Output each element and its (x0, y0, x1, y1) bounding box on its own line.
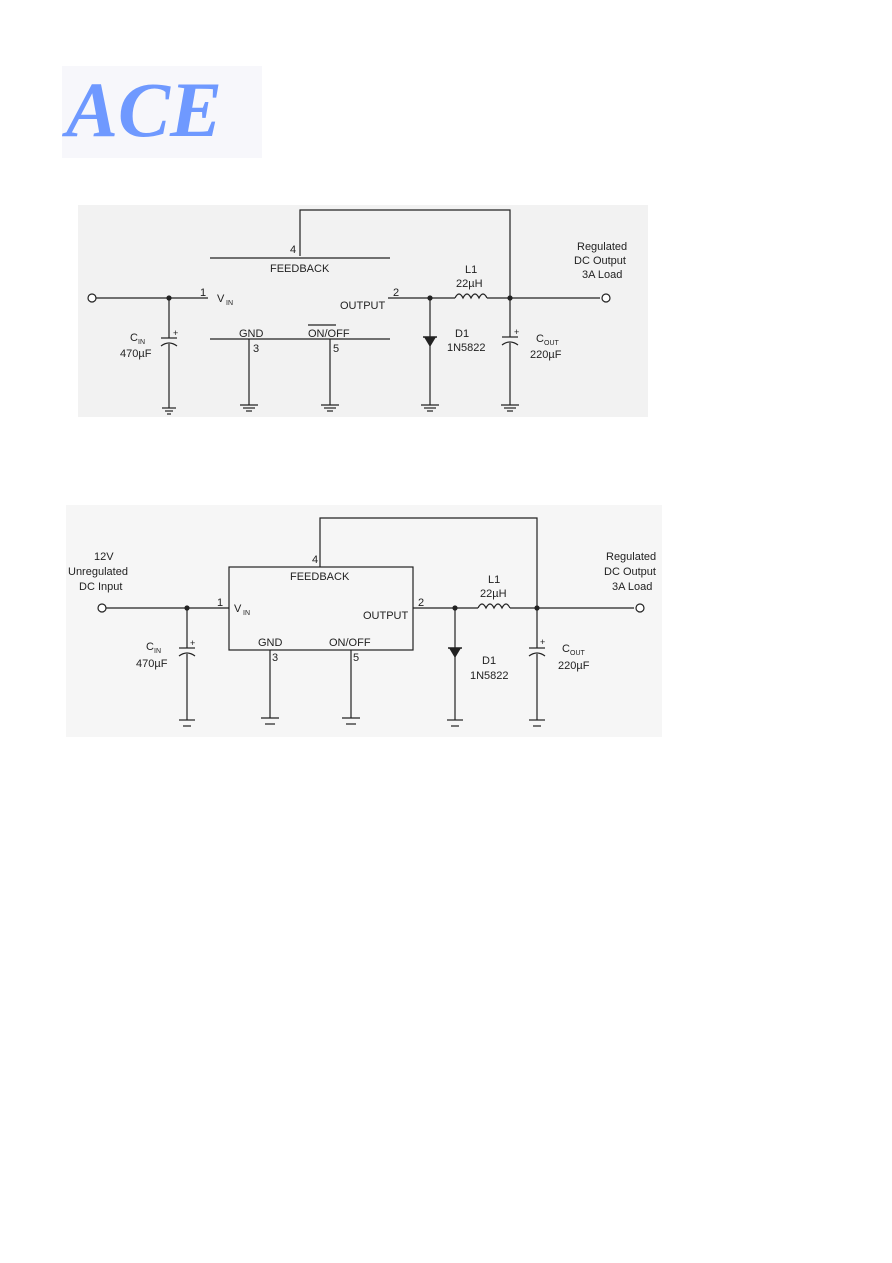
c2-vin-sub: IN (243, 610, 250, 617)
c2-in-line2: Unregulated (68, 566, 128, 578)
circuit-diagram-1 (78, 205, 648, 417)
c1-feedback-label: FEEDBACK (270, 263, 330, 275)
c1-out-line1: Regulated (577, 241, 627, 253)
c2-pin2: 2 (418, 597, 424, 609)
ace-logo-graphic: ACE (62, 66, 222, 153)
c2-cin-value: 470µF (136, 658, 168, 670)
c1-pin3: 3 (253, 343, 259, 355)
circuit-1-wiring: + + 4 FEEDBACK 1 V IN OUTPUT 2 GND 3 ON/… (87, 209, 627, 415)
c2-feedback-label: FEEDBACK (290, 571, 350, 583)
c1-pin5: 5 (333, 343, 339, 355)
c1-onoff-label: ON/OFF (308, 328, 350, 340)
c2-cout-sub: OUT (570, 650, 586, 657)
c2-cout-label: C (562, 643, 570, 655)
c1-l1-label: L1 (465, 264, 477, 276)
c2-out-line3: 3A Load (612, 581, 652, 593)
c1-cin-label: C (130, 332, 138, 344)
c1-out-line3: 3A Load (582, 269, 622, 281)
c1-cout-sub: OUT (544, 340, 560, 347)
c2-cin-label: C (146, 641, 154, 653)
c1-cin-sub: IN (138, 339, 145, 346)
svg-text:+: + (514, 327, 519, 337)
c2-vin-label: V (234, 603, 242, 615)
c2-pin3: 3 (272, 652, 278, 664)
c2-out-line2: DC Output (604, 566, 656, 578)
c2-cout-value: 220µF (558, 660, 590, 672)
c1-gnd-label: GND (239, 328, 264, 340)
c1-d1-label: D1 (455, 328, 469, 340)
c1-out-line2: DC Output (574, 255, 626, 267)
c2-l1-label: L1 (488, 574, 500, 586)
c1-pin1: 1 (200, 287, 206, 299)
svg-text:+: + (190, 638, 195, 648)
circuit-2-wiring: + + 12V Unregulated DC Input 4 FEEDBACK … (68, 517, 656, 727)
c2-pin1: 1 (217, 597, 223, 609)
c1-vin-label: V (217, 293, 225, 305)
c1-output-label: OUTPUT (340, 300, 386, 312)
ace-logo: ACE (62, 66, 262, 158)
c1-pin4: 4 (290, 244, 296, 256)
c2-cin-sub: IN (154, 648, 161, 655)
c1-vin-sub: IN (226, 300, 233, 307)
c1-cout-label: C (536, 333, 544, 345)
diode-1-symbol (424, 337, 436, 347)
logo-text: ACE (62, 66, 222, 153)
svg-text:+: + (173, 328, 178, 338)
c1-cin-value: 470µF (120, 348, 152, 360)
diode-2-symbol (449, 648, 461, 658)
circuit-diagram-2 (66, 505, 662, 737)
c1-pin2: 2 (393, 287, 399, 299)
c2-d1-part: 1N5822 (470, 670, 509, 682)
c2-pin5: 5 (353, 652, 359, 664)
c1-l1-value: 22µH (456, 278, 483, 290)
c2-in-line1: 12V (94, 551, 114, 563)
c2-output-label: OUTPUT (363, 610, 409, 622)
c2-l1-value: 22µH (480, 588, 507, 600)
c2-in-line3: DC Input (79, 581, 122, 593)
c2-pin4: 4 (312, 554, 318, 566)
c2-d1-label: D1 (482, 655, 496, 667)
svg-text:+: + (540, 637, 545, 647)
c1-cout-value: 220µF (530, 349, 562, 361)
c2-gnd-label: GND (258, 637, 283, 649)
c2-out-line1: Regulated (606, 551, 656, 563)
c1-d1-part: 1N5822 (447, 342, 486, 354)
c2-onoff-label: ON/OFF (329, 637, 371, 649)
